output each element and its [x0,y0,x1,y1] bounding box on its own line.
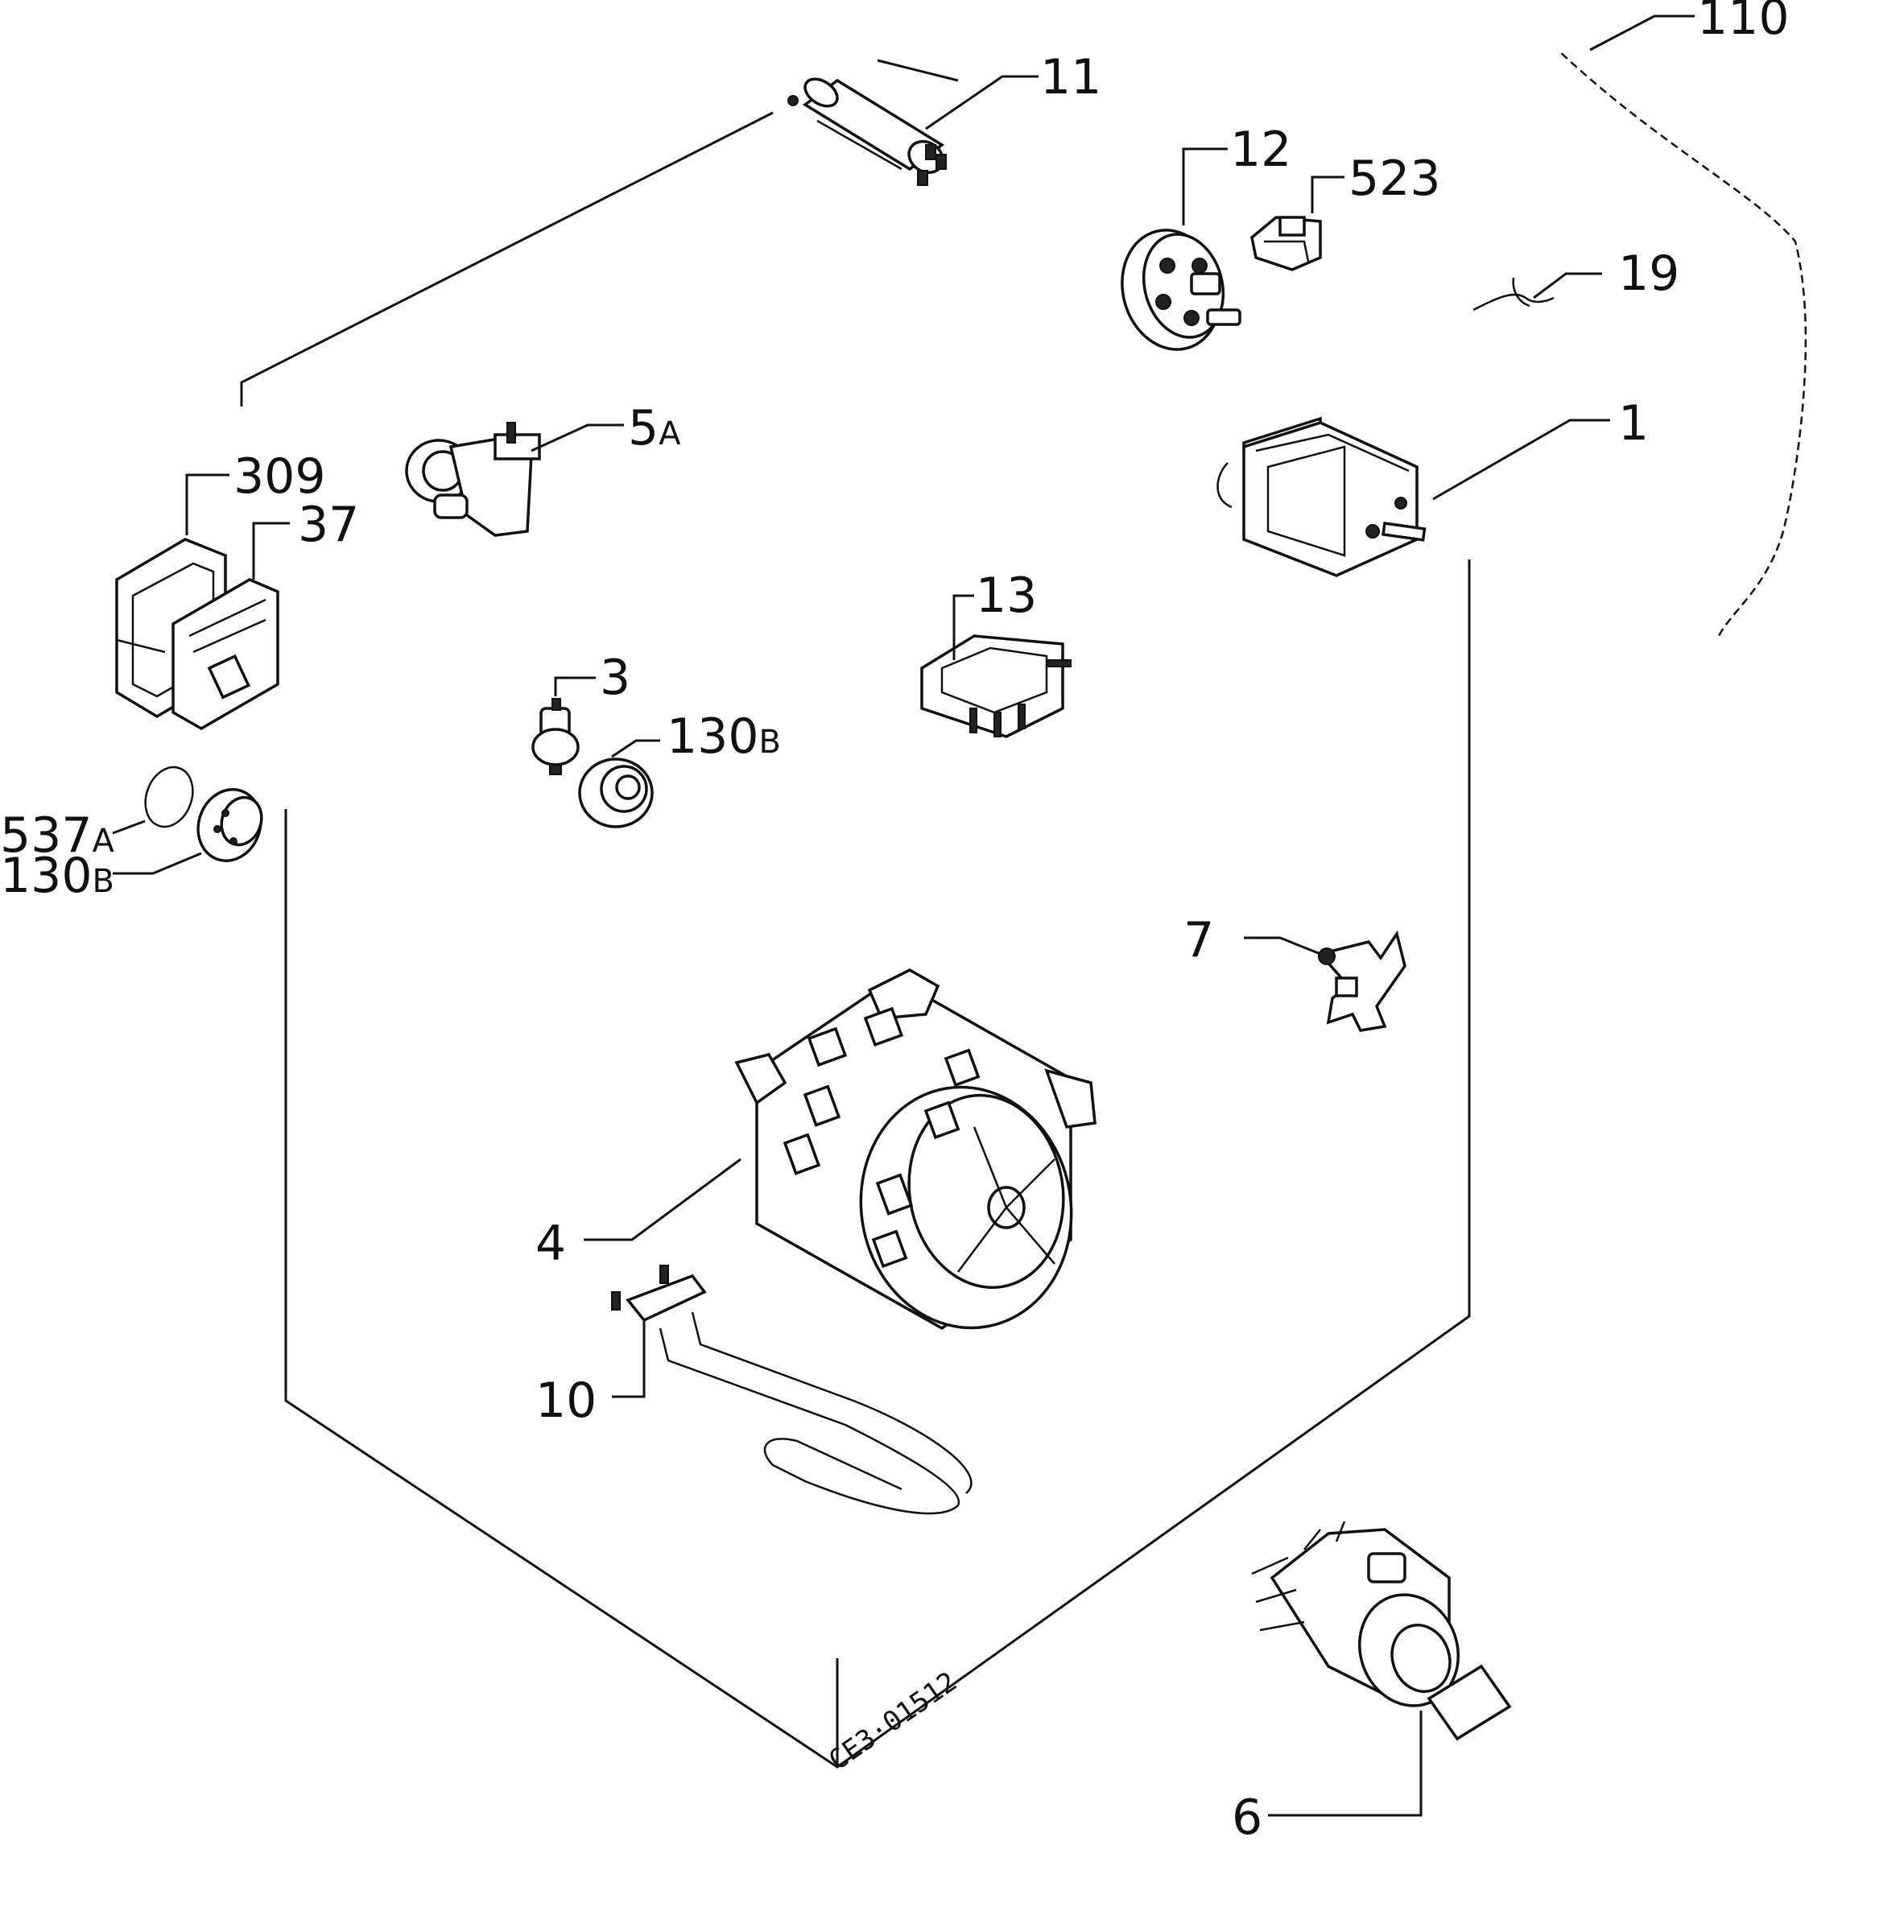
knob-part-130b-left [196,788,263,862]
drain-pump-part-6 [1251,1521,1512,1741]
bracket-part-7 [1317,930,1406,1032]
pressure-switch-part-12 [1121,229,1241,351]
label-11: 11 [1040,49,1101,105]
label-309: 309 [233,448,326,505]
label-523: 523 [1348,151,1441,207]
label-7: 7 [1183,912,1214,968]
label-12: 12 [1230,122,1291,178]
clip-part-523 [1250,216,1322,271]
assembly-frame-lines [240,59,1471,1769]
label-13: 13 [976,568,1037,624]
bracket-part-19 [1472,277,1555,312]
label-3: 3 [600,650,630,706]
hose-part-110 [1555,47,1809,638]
label-10: 10 [535,1373,597,1429]
module-part-37 [171,578,279,731]
label-19: 19 [1618,246,1679,302]
label-130b-left: 130B [0,848,114,904]
label-130b-upper: 130B [667,708,781,765]
label-537a: 537A [0,807,115,864]
thermostat-part-3 [531,698,580,775]
label-5a: 5A [628,400,681,456]
water-valve-part-5a [405,422,541,537]
switch-block-part-13 [920,634,1072,738]
label-110: 110 [1697,0,1790,46]
motor-part-4 [734,968,1097,1331]
heating-element-part-10 [611,1265,973,1515]
capacitor-part-11 [787,77,947,186]
programmer-timer-part-1 [1216,416,1427,577]
grommet-part-130b-upper [578,758,654,828]
drawing-code: CE3·01512 [823,1666,963,1777]
ring-part-537a [144,766,194,828]
label-37: 37 [298,497,359,553]
label-1: 1 [1618,395,1649,452]
label-6: 6 [1232,1790,1262,1846]
label-4: 4 [535,1216,566,1272]
